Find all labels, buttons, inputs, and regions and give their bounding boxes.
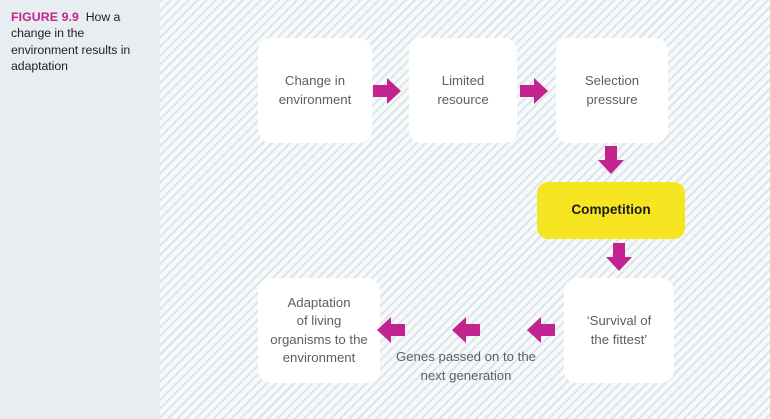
arrow-selection-to-competition bbox=[598, 146, 624, 177]
flow-node-competition[interactable]: Competition bbox=[537, 182, 685, 239]
figure-caption-panel: FIGURE 9.9 How a change in the environme… bbox=[0, 0, 160, 419]
figure-number-label: FIGURE 9.9 bbox=[11, 10, 79, 24]
figure-caption: FIGURE 9.9 How a change in the environme… bbox=[11, 9, 146, 75]
diagram-canvas: Change in environment Limited resource S… bbox=[160, 0, 770, 419]
flow-node-genes-passed-on: Genes passed on to the next generation bbox=[395, 349, 537, 383]
flow-node-survival-of-the-fittest[interactable]: ‘Survival of the fittest’ bbox=[564, 278, 674, 383]
arrow-survival-to-genes bbox=[525, 317, 555, 343]
arrow-genes-to-adaptation bbox=[375, 317, 405, 343]
arrow-change-to-limited bbox=[373, 78, 403, 104]
arrow-genes-middle bbox=[450, 317, 480, 343]
flow-node-change-in-environment[interactable]: Change in environment bbox=[258, 38, 372, 143]
arrow-competition-to-survival bbox=[606, 243, 632, 274]
figure-caption-body: How a change in the environment results … bbox=[11, 10, 131, 74]
arrow-limited-to-selection bbox=[520, 78, 550, 104]
flow-node-limited-resource[interactable]: Limited resource bbox=[409, 38, 517, 143]
figure-caption-text bbox=[79, 10, 86, 24]
flow-node-adaptation[interactable]: Adaptation of living organisms to the en… bbox=[258, 278, 380, 383]
flow-node-selection-pressure[interactable]: Selection pressure bbox=[556, 38, 668, 143]
